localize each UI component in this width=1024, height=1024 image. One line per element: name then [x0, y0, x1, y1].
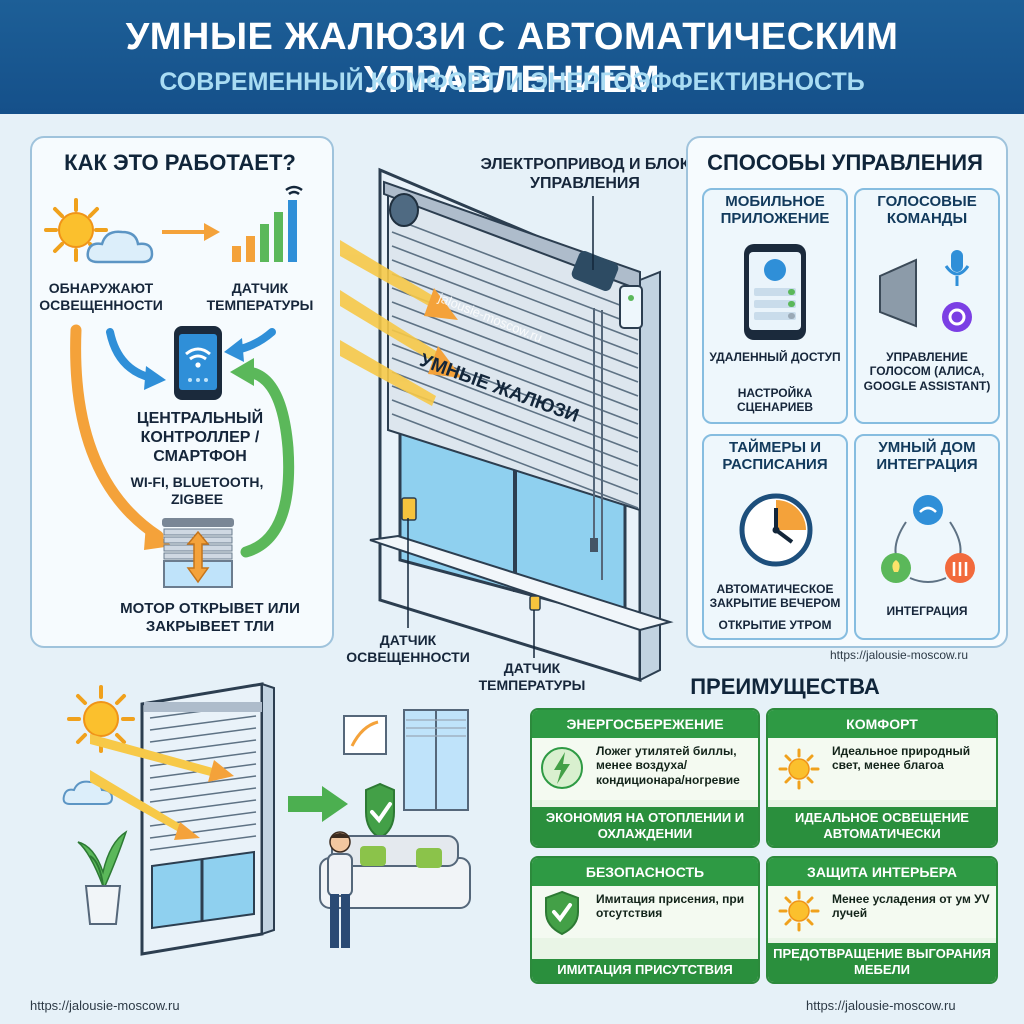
plant-icon — [77, 830, 128, 925]
temperature-sensor-label: ДАТЧИК ТЕМПЕРАТУРЫ — [206, 280, 314, 313]
room-illustration — [319, 709, 471, 909]
page-subtitle: СОВРЕМЕННЫЙ КОМФОРТ И ЭНЕРГОЭФФЕКТИВНОСТ… — [159, 68, 865, 96]
benefit-comfort-footer: ИДЕАЛЬНОЕ ОСВЕЩЕНИЕ АВТОМАТИЧЕСКИ — [768, 806, 996, 846]
benefit-interior-text: Менее усладения от ум УV лучей — [832, 892, 990, 921]
tile-timers-text1: АВТОМАТИЧЕСКОЕ ЗАКРЫТИЕ ВЕЧЕРОМ — [709, 582, 841, 611]
motor-label: МОТОР ОТКРЫВЕТ ИЛИ ЗАКРЫВЕЕТ ТЛИ — [120, 600, 300, 635]
tile-voice-commands: ГОЛОСОВЫЕ КОМАНДЫ УПРАВЛЕНИЕ ГОЛОСОМ (АЛ… — [854, 188, 1000, 424]
flow-arrows — [70, 324, 295, 558]
tile-voice-title: ГОЛОСОВЫЕ КОМАНДЫ — [877, 193, 977, 227]
benefit-security-footer: ИМИТАЦИЯ ПРИСУТСТВИЯ — [532, 958, 758, 982]
temp-sensor-label: ДАТЧИК ТЕМПЕРАТУРЫ — [478, 660, 586, 693]
shield-icon — [545, 890, 579, 936]
person-icon — [327, 831, 353, 948]
sun-icon-comfort — [778, 748, 820, 790]
tile-timers-text2: ОТКРЫТИЕ УТРОМ — [718, 618, 832, 632]
sun-icon-interior — [778, 890, 820, 932]
arrow-to-room — [288, 786, 348, 822]
benefits-title: ПРЕИМУЩЕСТВА — [690, 674, 880, 699]
benefit-security-header: БЕЗОПАСНОСТЬ — [532, 858, 758, 886]
benefit-security-body: Имитация присения, при отсутствия — [532, 886, 758, 938]
controller-label: ЦЕНТРАЛЬНЫЙ КОНТРОЛЛЕР / СМАРТФОН — [136, 410, 264, 465]
light-sensor-leader-line — [407, 518, 409, 628]
mobile-app-icon — [744, 244, 806, 340]
hub-icon — [881, 495, 975, 583]
arrow-sun-to-signal — [162, 223, 220, 241]
sun-rays-bottom — [90, 734, 234, 840]
tile-mobile-app-title: МОБИЛЬНОЕ ПРИЛОЖЕНИЕ — [720, 193, 830, 227]
footer-url-right: https://jalousie-moscow.ru — [806, 998, 956, 1013]
benefit-comfort-header: КОМФОРТ — [768, 710, 996, 738]
tile-smart-home: УМНЫЙ ДОМ ИНТЕГРАЦИЯ ИНТЕГРАЦИЯ — [854, 434, 1000, 640]
assistant-icon — [942, 302, 972, 332]
benefit-interior-footer: ПРЕДОТВРАЩЕНИЕ ВЫГОРАНИЯ МЕБЕЛИ — [768, 942, 996, 982]
benefit-energy: ЭНЕРГОСБЕРЕЖЕНИЕ Ложег утилятей биллы, м… — [530, 708, 760, 848]
tile-mobile-app-text2: НАСТРОЙКА СЦЕНАРИЕВ — [736, 386, 814, 415]
speaker-icon — [879, 258, 917, 328]
control-methods-title: СПОСОБЫ УПРАВЛЕНИЯ — [707, 150, 983, 175]
benefit-interior-body: Менее усладения от ум УV лучей — [768, 886, 996, 938]
how-it-works-title: КАК ЭТО РАБОТАЕТ? — [64, 150, 296, 175]
tile-mobile-app: МОБИЛЬНОЕ ПРИЛОЖЕНИЕ УДАЛЕННЫЙ ДОСТУП НА… — [702, 188, 848, 424]
benefit-comfort: КОМФОРТ Идеальное природный свет, менее … — [766, 708, 998, 848]
drive-unit-label: ЭЛЕКТРОПРИВОД И БЛОК УПРАВЛЕНИЯ — [480, 156, 690, 192]
benefit-interior-header: ЗАЩИТА ИНТЕРЬЕРА — [768, 858, 996, 886]
microphone-icon — [944, 250, 970, 286]
smartphone-icon — [174, 326, 222, 400]
tile-timers: ТАЙМЕРЫ И РАСПИСАНИЯ АВТОМАТИЧЕСКОЕ ЗАКР… — [702, 434, 848, 640]
benefit-security: БЕЗОПАСНОСТЬ Имитация присения, при отсу… — [530, 856, 760, 984]
sun-icon-bottom — [67, 685, 135, 753]
benefit-energy-header: ЭНЕРГОСБЕРЕЖЕНИЕ — [532, 710, 758, 738]
smart-blind-window-illustration — [340, 167, 674, 683]
benefit-comfort-body: Идеальное природный свет, менее благоа — [768, 738, 996, 800]
tile-voice-text1: УПРАВЛЕНИЕ ГОЛОСОМ (АЛИСА, GOOGLE ASSIST… — [863, 350, 991, 393]
temp-sensor-leader-line — [533, 610, 535, 658]
footer-url-left: https://jalousie-moscow.ru — [30, 998, 180, 1013]
page-title: УМНЫЕ ЖАЛЮЗИ С АВТОМАТИЧЕСКИМ УПРАВЛЕНИЕ… — [125, 16, 899, 101]
light-detect-label: ОБНАРУЖАЮТ ОСВЕЩЕННОСТИ — [39, 280, 163, 313]
window-blind-illustration — [140, 682, 275, 956]
motor-blind-icon — [162, 518, 234, 588]
benefit-energy-footer: ЭКОНОМИЯ НА ОТОПЛЕНИИ И ОХЛАЖДЕНИИ — [532, 806, 758, 846]
tile-smart-home-title: УМНЫЙ ДОМ ИНТЕГРАЦИЯ — [876, 439, 978, 473]
clock-icon — [739, 493, 813, 567]
benefit-interior: ЗАЩИТА ИНТЕРЬЕРА Менее усладения от ум У… — [766, 856, 998, 984]
tile-mobile-app-text1: УДАЛЕННЫЙ ДОСТУП — [709, 350, 841, 364]
signal-bars-icon — [232, 185, 303, 262]
tile-smart-home-text1: ИНТЕГРАЦИЯ — [886, 604, 968, 618]
benefit-security-text: Имитация присения, при отсутствия — [596, 892, 745, 921]
protocols-label: WI-FI, BLUETOOTH, ZIGBEE — [130, 474, 264, 507]
benefit-comfort-text: Идеальное природный свет, менее благоа — [832, 744, 971, 773]
cloud-icon — [86, 230, 154, 264]
leaf-bolt-icon — [541, 747, 583, 789]
sun-icon — [44, 198, 108, 262]
drive-leader-line — [592, 196, 594, 270]
header-banner — [0, 0, 1024, 114]
controls-url: https://jalousie-moscow.ru — [830, 648, 969, 662]
benefit-energy-text: Ложег утилятей биллы, менее воздуха/ кон… — [596, 744, 740, 787]
benefit-energy-body: Ложег утилятей биллы, менее воздуха/ кон… — [532, 738, 758, 800]
light-sensor-label: ДАТЧИК ОСВЕЩЕННОСТИ — [346, 632, 470, 665]
tile-timers-title: ТАЙМЕРЫ И РАСПИСАНИЯ — [722, 439, 828, 473]
